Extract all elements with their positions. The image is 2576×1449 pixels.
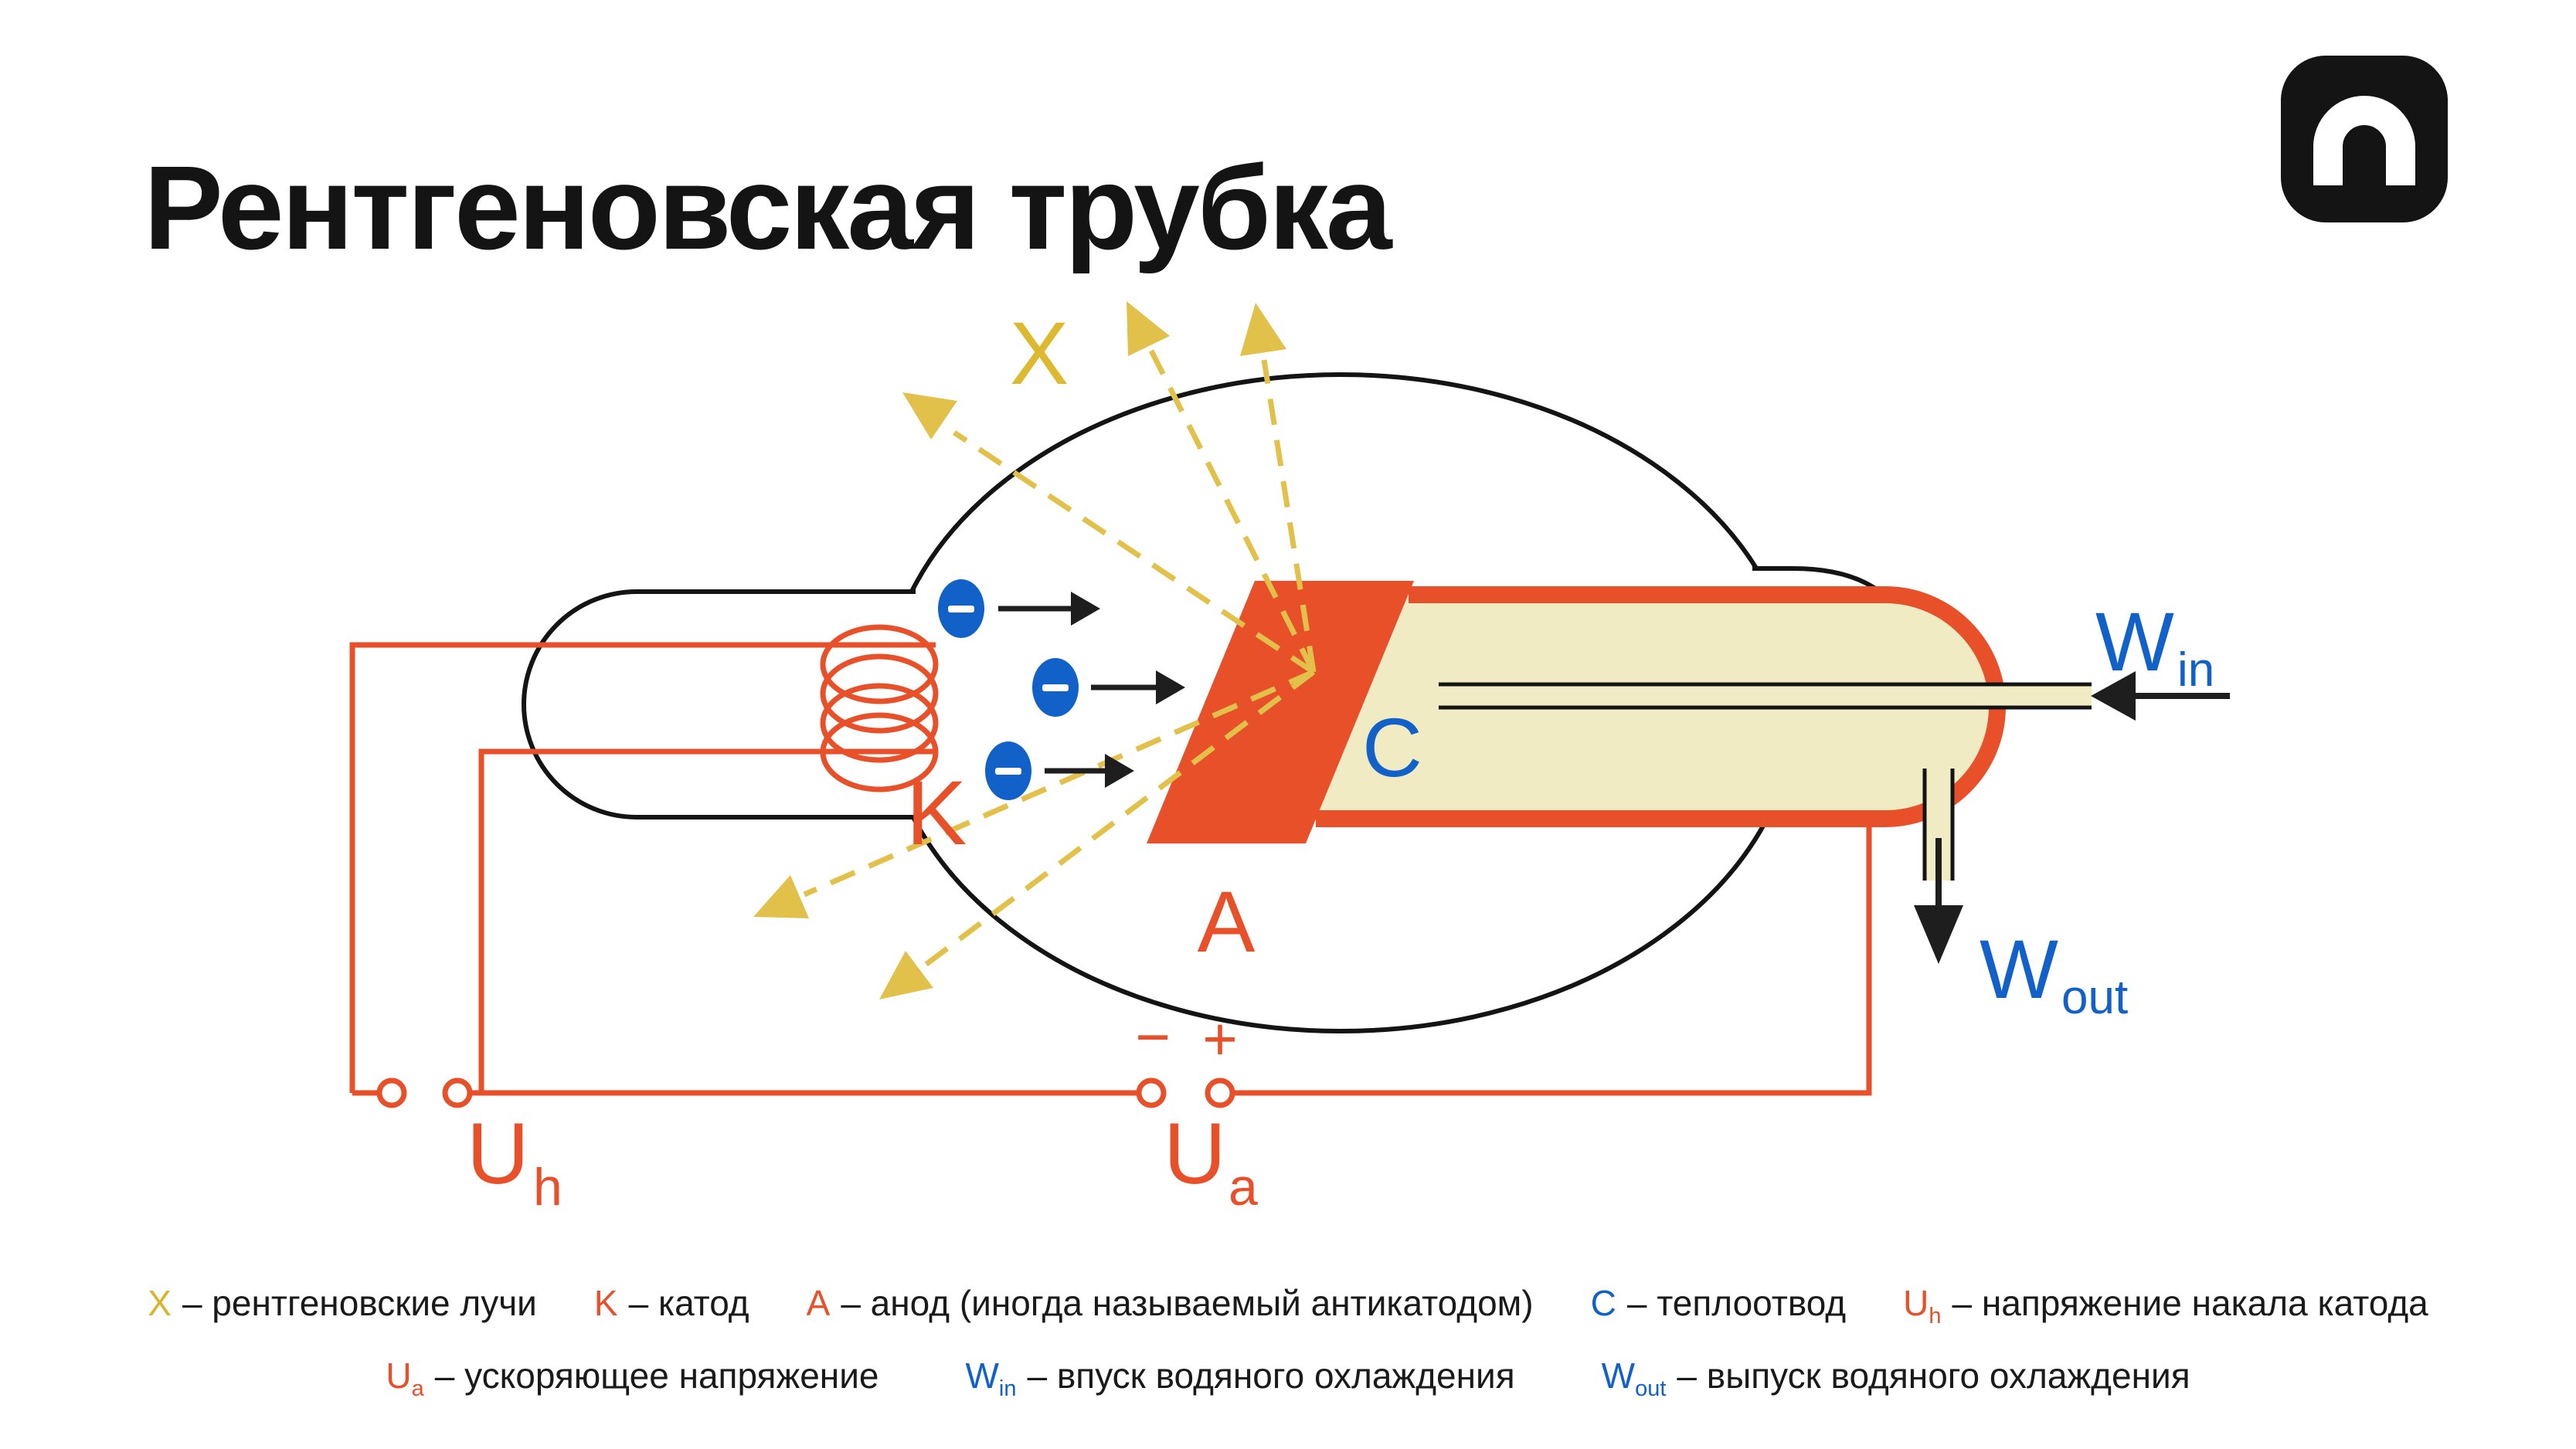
circuit-wiring — [349, 624, 1872, 1108]
cathode-stem — [521, 589, 916, 820]
legend-item-accel-voltage: Uа – ускоряющее напряжение — [386, 1355, 878, 1402]
legend-item-water-out: Wout – выпуск водяного охлаждения — [1602, 1355, 2190, 1402]
wout-label-sub: out — [2061, 971, 2128, 1024]
legend-text: – впуск водяного охлаждения — [1027, 1356, 1515, 1396]
water-flow-arrows — [1914, 671, 2230, 964]
filament-coil-loop — [820, 683, 939, 763]
diagram-labels: X K A C W in W out U h U а − + — [467, 304, 2214, 1217]
anode-wire — [1233, 819, 1872, 1096]
uh-label-sub: h — [533, 1158, 562, 1217]
cathode-label: K — [906, 762, 967, 864]
legend-item-heater-voltage: Uh – напряжение накала катода — [1903, 1282, 2428, 1329]
legend-row-2: Uа – ускоряющее напряжение Win – впуск в… — [0, 1355, 2576, 1402]
win-label-sub: in — [2177, 643, 2214, 697]
uh-terminal — [376, 1077, 407, 1108]
heater-wire-bottom — [478, 748, 936, 1093]
plus-sign: + — [1202, 1005, 1238, 1073]
ua-terminal-plus — [1205, 1077, 1235, 1108]
xray-arrowhead-icon — [1127, 301, 1170, 356]
legend-key: Uа — [386, 1356, 424, 1402]
logo-arch-glyph — [2313, 96, 2415, 185]
win-arrowhead-icon — [2091, 671, 2136, 721]
xray-arrowhead-icon — [902, 392, 957, 439]
legend-key: X — [148, 1283, 172, 1323]
heatsink-label: C — [1362, 701, 1422, 794]
minus-sign: − — [1135, 1003, 1171, 1071]
inlet-pipe — [1439, 684, 2092, 708]
legend-key: A — [806, 1283, 831, 1323]
heater-wire-top — [349, 642, 936, 1093]
legend-item-water-in: Win – впуск водяного охлаждения — [965, 1355, 1514, 1402]
xray-ray — [1148, 349, 1317, 674]
filament-coil-loop — [820, 624, 939, 704]
electron-minus-glyph — [995, 768, 1021, 775]
legend-item-heatsink: C – теплоотвод — [1591, 1282, 1847, 1329]
xray-ray — [953, 430, 1315, 674]
legend-text: – напряжение накала катода — [1952, 1283, 2428, 1323]
legend-item-anode: A – анод (иногда называемый антикатодом) — [807, 1282, 1534, 1329]
win-label: W — [2095, 595, 2174, 688]
legend-text: – выпуск водяного охлаждения — [1677, 1356, 2190, 1396]
legend-row-1: X – рентгеновские лучи K – катод A – ано… — [0, 1282, 2576, 1329]
inlet-pipe-walls — [1439, 682, 2092, 710]
xray-beams — [753, 301, 1317, 999]
legend-text: – анод (иногда называемый антикатодом) — [841, 1283, 1534, 1323]
legend-key: C — [1590, 1283, 1616, 1323]
filament-coil-loop — [820, 653, 939, 734]
electron-arrowhead-icon — [1156, 670, 1185, 704]
legend-key: Uh — [1903, 1283, 1942, 1329]
xray-arrowhead-icon — [879, 951, 933, 999]
anode-plate — [1147, 581, 1414, 843]
xray-label: X — [1010, 304, 1069, 403]
xray-arrowhead-icon — [1240, 303, 1286, 356]
uh-label: U — [467, 1105, 529, 1202]
legend-text: – теплоотвод — [1626, 1283, 1847, 1323]
legend-text: – ускоряющее напряжение — [434, 1356, 879, 1396]
legend-item-cathode: K – катод — [594, 1282, 749, 1329]
brand-logo-icon — [2281, 56, 2448, 222]
anode-label: A — [1198, 874, 1256, 970]
xray-arrowhead-icon — [753, 875, 809, 918]
legend-text: – рентгеновские лучи — [182, 1283, 537, 1323]
wout-label: W — [1980, 922, 2058, 1016]
xray-ray — [1261, 359, 1317, 673]
electron-beam — [938, 579, 1185, 800]
uh-terminal — [442, 1077, 473, 1108]
ua-label: U — [1164, 1105, 1226, 1202]
ua-terminal-minus — [1136, 1077, 1167, 1108]
legend-key: Wout — [1601, 1356, 1667, 1402]
filament-coil-loop — [820, 712, 939, 792]
electron-minus-glyph — [1042, 684, 1069, 691]
electron-arrowhead-icon — [1105, 754, 1134, 788]
legend-item-xray: X – рентгеновские лучи — [148, 1282, 537, 1329]
legend-key: Win — [965, 1356, 1017, 1402]
page-title: Рентгеновская трубка — [144, 141, 1392, 275]
electron-arrowhead-icon — [1071, 592, 1100, 626]
electron-minus-glyph — [948, 606, 974, 613]
ua-label-sub: а — [1229, 1158, 1258, 1217]
legend-key: K — [593, 1283, 618, 1323]
legend-text: – катод — [628, 1283, 749, 1323]
outlet-pipe-walls — [1922, 769, 1955, 881]
wout-arrowhead-icon — [1914, 905, 1963, 964]
xray-ray — [803, 669, 1315, 898]
